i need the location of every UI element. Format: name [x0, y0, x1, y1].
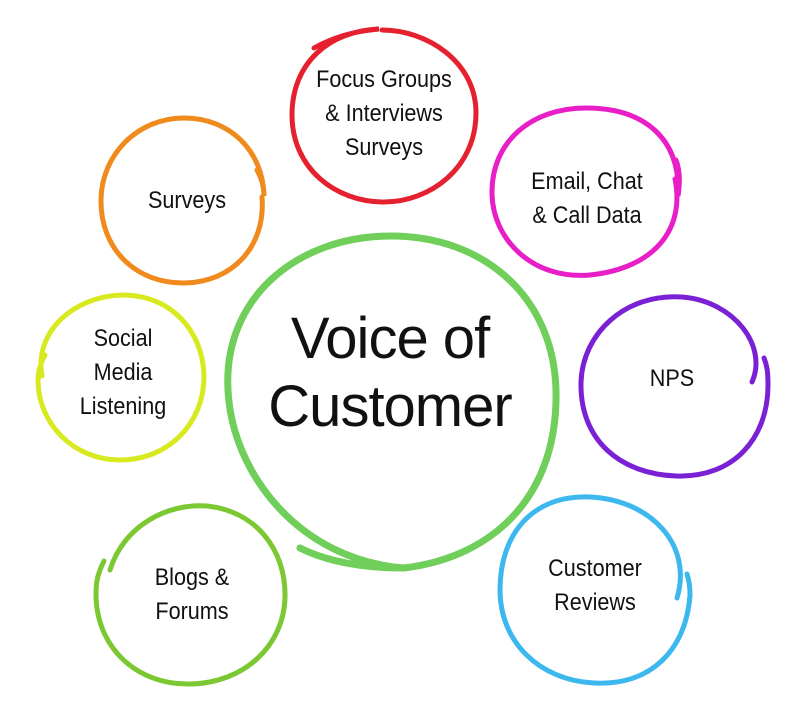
- ring-customer-reviews: [497, 494, 693, 686]
- node-nps-label: NPS: [614, 362, 731, 396]
- ring-blogs-forums: [93, 503, 288, 687]
- node-social-media-listening-line-2: Media: [93, 359, 153, 386]
- node-social-media-listening-label: Social Media Listening: [56, 322, 191, 424]
- node-email-chat-call-label: Email, Chat & Call Data: [506, 165, 668, 233]
- node-email-chat-call-line-2: & Call Data: [532, 202, 642, 229]
- center-ring: [224, 232, 560, 572]
- ring-nps: [578, 294, 771, 479]
- center-title-line-2: Customer: [268, 374, 512, 439]
- node-email-chat-call-line-1: Email, Chat: [531, 168, 643, 195]
- node-customer-reviews-label: Customer Reviews: [519, 552, 672, 620]
- node-focus-groups-line-1: Focus Groups: [316, 66, 452, 93]
- node-customer-reviews-line-1: Customer: [548, 555, 642, 582]
- ring-surveys: [98, 115, 267, 286]
- center-title: Voice of Customer: [230, 305, 550, 441]
- node-customer-reviews-line-2: Reviews: [554, 589, 636, 616]
- node-surveys-line-1: Surveys: [147, 187, 227, 214]
- node-blogs-forums-line-1: Blogs &: [154, 564, 230, 591]
- node-focus-groups-line-3: Surveys: [344, 134, 424, 161]
- node-focus-groups-line-2: & Interviews: [325, 100, 443, 127]
- ring-focus-groups: [289, 26, 479, 205]
- node-blogs-forums-label: Blogs & Forums: [116, 561, 269, 629]
- node-surveys-label: Surveys: [124, 184, 250, 218]
- node-nps-line-1: NPS: [649, 365, 695, 392]
- node-focus-groups-label: Focus Groups & Interviews Surveys: [305, 63, 463, 165]
- ring-social-media-listening: [35, 292, 207, 463]
- node-social-media-listening-line-3: Listening: [79, 393, 167, 420]
- node-social-media-listening-line-1: Social: [93, 325, 153, 352]
- center-title-line-1: Voice of: [290, 306, 490, 371]
- ring-email-chat-call: [489, 105, 682, 278]
- node-blogs-forums-line-2: Forums: [155, 598, 229, 625]
